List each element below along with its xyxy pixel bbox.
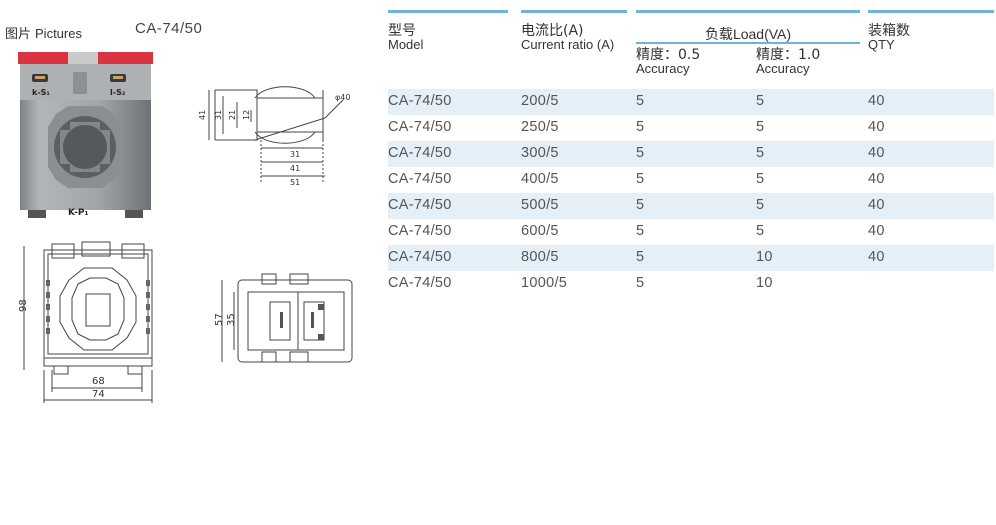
cell-qty: 40 xyxy=(868,223,885,239)
cell-model: CA-74/50 xyxy=(388,275,452,291)
cell-acc10: 5 xyxy=(756,93,765,109)
dim-35: 35 xyxy=(226,313,237,326)
top-dimension-drawing: 57 35 xyxy=(214,273,353,363)
product-photo: k-S₁ l-S₂ K-P₁ xyxy=(18,52,153,218)
header-load-en: Load(VA) xyxy=(732,26,792,42)
dim-57: 57 xyxy=(214,313,225,326)
table-row: CA-74/50 300/5 5 5 40 xyxy=(388,141,994,167)
header-bar-qty xyxy=(868,10,994,13)
cell-acc05: 5 xyxy=(636,223,645,239)
cell-ratio: 400/5 xyxy=(521,171,559,187)
load-divider xyxy=(636,42,860,44)
cell-acc10: 10 xyxy=(756,249,773,265)
cell-acc05: 5 xyxy=(636,249,645,265)
header-bar-load xyxy=(636,10,860,13)
cell-model: CA-74/50 xyxy=(388,197,452,213)
header-ratio-en: Current ratio (A) xyxy=(521,37,615,52)
dim-12-v: 12 xyxy=(242,110,251,120)
pictures-label-en: Pictures xyxy=(35,26,82,41)
header-model-cn: 型号 xyxy=(388,23,416,39)
dim-31-v: 31 xyxy=(214,110,223,120)
cell-acc10: 5 xyxy=(756,197,765,213)
dim-98: 98 xyxy=(18,299,29,312)
cell-acc05: 5 xyxy=(636,119,645,135)
table-row: CA-74/50 400/5 5 5 40 xyxy=(388,167,994,193)
cell-qty: 40 xyxy=(868,145,885,161)
table-row: CA-74/50 200/5 5 5 40 xyxy=(388,89,994,115)
dim-41-v: 41 xyxy=(198,110,207,120)
cell-model: CA-74/50 xyxy=(388,223,452,239)
cell-acc10: 10 xyxy=(756,275,773,291)
header-acc05-en: Accuracy xyxy=(636,61,690,76)
table-row: CA-74/50 500/5 5 5 40 xyxy=(388,193,994,219)
side-dimension-drawing: 41 31 21 12 φ40 31 41 51 xyxy=(198,86,350,187)
cell-acc10: 5 xyxy=(756,145,765,161)
cell-model: CA-74/50 xyxy=(388,145,452,161)
dim-51-h: 51 xyxy=(290,178,300,187)
header-bar-ratio xyxy=(521,10,627,13)
table-row: CA-74/50 600/5 5 5 40 xyxy=(388,219,994,245)
header-acc05: 精度：0.5 Accuracy xyxy=(636,48,700,76)
cell-qty: 40 xyxy=(868,171,885,187)
spec-table: 型号 Model 电流比(A) Current ratio (A) 负载Load… xyxy=(388,0,994,300)
header-model: 型号 Model xyxy=(388,24,423,52)
header-acc10-en: Accuracy xyxy=(756,61,810,76)
cell-ratio: 250/5 xyxy=(521,119,559,135)
dim-74: 74 xyxy=(92,389,105,400)
cell-acc05: 5 xyxy=(636,171,645,187)
cell-qty: 40 xyxy=(868,93,885,109)
dim-68: 68 xyxy=(92,376,105,387)
header-acc10-cn: 精度：1.0 xyxy=(756,47,821,63)
dim-41-h: 41 xyxy=(290,164,300,173)
cell-ratio: 600/5 xyxy=(521,223,559,239)
header-load-cn: 负载 xyxy=(704,27,733,43)
header-acc10: 精度：1.0 Accuracy xyxy=(756,48,820,76)
front-dimension-drawing: 98 68 74 xyxy=(18,241,153,403)
cell-ratio: 500/5 xyxy=(521,197,559,213)
header-qty-en: QTY xyxy=(868,37,895,52)
cell-acc05: 5 xyxy=(636,275,645,291)
cell-acc10: 5 xyxy=(756,223,765,239)
terminal-right-label: l-S₂ xyxy=(110,88,126,97)
table-row: CA-74/50 1000/5 5 10 xyxy=(388,271,994,297)
cell-acc10: 5 xyxy=(756,119,765,135)
cell-acc05: 5 xyxy=(636,145,645,161)
cell-model: CA-74/50 xyxy=(388,119,452,135)
dim-31-h: 31 xyxy=(290,150,300,159)
cell-ratio: 800/5 xyxy=(521,249,559,265)
cell-ratio: 300/5 xyxy=(521,145,559,161)
pictures-label-cn: 图片 xyxy=(5,27,32,42)
header-ratio: 电流比(A) Current ratio (A) xyxy=(521,24,614,52)
model-label: CA-74/50 xyxy=(135,20,203,37)
cell-model: CA-74/50 xyxy=(388,249,452,265)
header-qty-cn: 装箱数 xyxy=(868,23,910,39)
header-ratio-cn: 电流比(A) xyxy=(521,23,584,39)
cell-acc10: 5 xyxy=(756,171,765,187)
cell-ratio: 1000/5 xyxy=(521,275,568,291)
header-qty: 装箱数 QTY xyxy=(868,24,910,52)
table-row: CA-74/50 250/5 5 5 40 xyxy=(388,115,994,141)
header-acc05-cn: 精度：0.5 xyxy=(636,47,701,63)
header-model-en: Model xyxy=(388,37,424,52)
cell-qty: 40 xyxy=(868,119,885,135)
cell-qty: 40 xyxy=(868,249,885,265)
cell-model: CA-74/50 xyxy=(388,171,452,187)
cell-acc05: 5 xyxy=(636,93,645,109)
header-bar-model xyxy=(388,10,508,13)
dim-21-v: 21 xyxy=(228,110,237,120)
cell-ratio: 200/5 xyxy=(521,93,559,109)
table-row: CA-74/50 800/5 5 10 40 xyxy=(388,245,994,271)
cell-model: CA-74/50 xyxy=(388,93,452,109)
header-load: 负载Load(VA) xyxy=(636,24,860,44)
cell-acc05: 5 xyxy=(636,197,645,213)
dim-phi40: φ40 xyxy=(335,93,350,102)
terminal-left-label: k-S₁ xyxy=(32,88,50,97)
cell-qty: 40 xyxy=(868,197,885,213)
primary-label: K-P₁ xyxy=(68,208,89,218)
